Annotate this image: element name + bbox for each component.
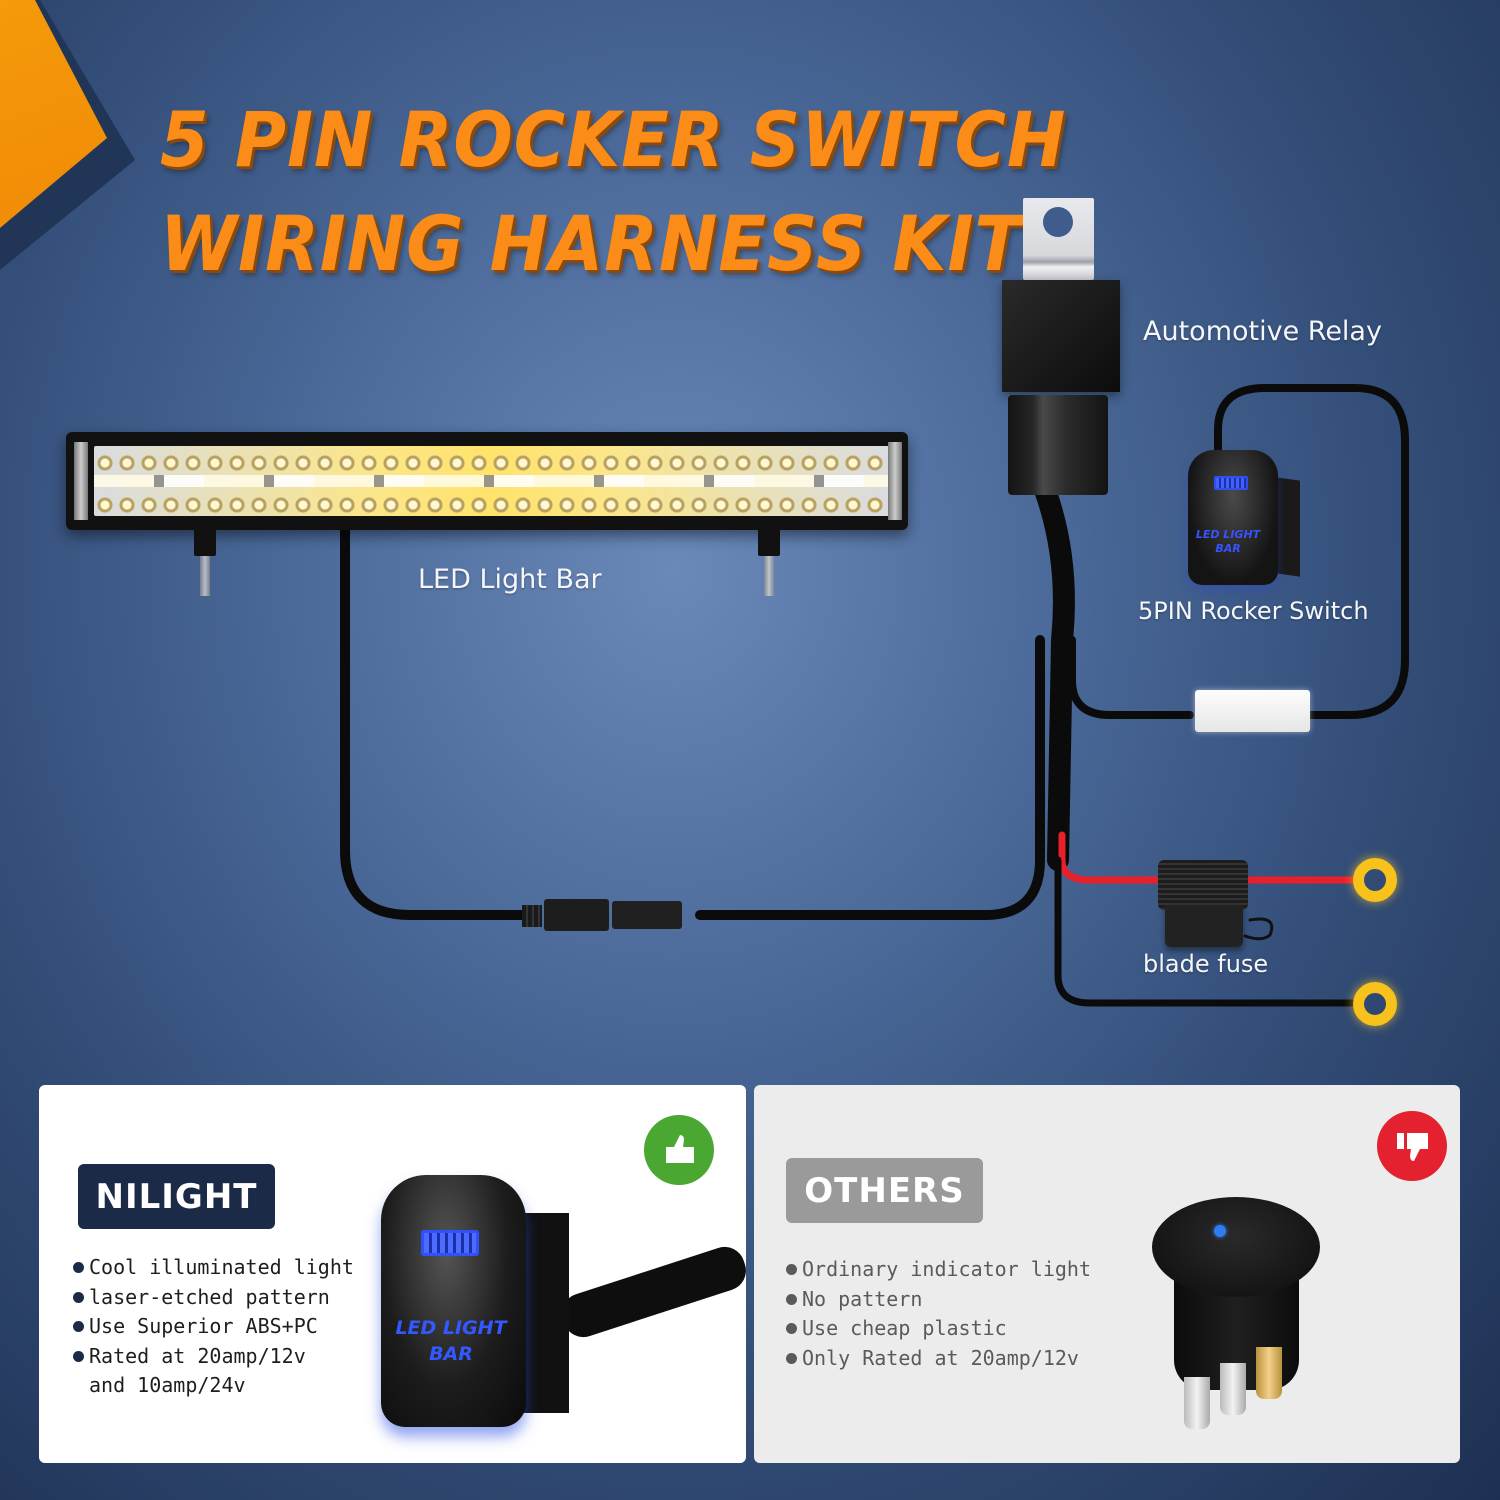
mount-bracket-right — [758, 528, 780, 556]
light-bar-endcap-left — [74, 442, 88, 520]
switch-terminal-2 — [1220, 1363, 1246, 1415]
feature-item: Use cheap plastic — [786, 1314, 1091, 1344]
mount-bolt-left — [200, 556, 210, 596]
switch-cable — [556, 1241, 752, 1343]
switch-terminal-1 — [1184, 1377, 1210, 1429]
label-blade-fuse: blade fuse — [1143, 950, 1269, 978]
led-light-bar — [66, 432, 908, 530]
mount-bolt-right — [764, 556, 774, 596]
comparison-panel-nilight: NILIGHT Cool illuminated light laser-etc… — [39, 1085, 752, 1463]
wiring-diagram — [340, 384, 1409, 1007]
relay-mounting-hole — [1043, 207, 1073, 237]
nilight-feature-list: Cool illuminated light laser-etched patt… — [73, 1253, 354, 1401]
switch-plug-connector — [1195, 690, 1310, 732]
comparison-panel-others: OTHERS Ordinary indicator light No patte… — [754, 1085, 1460, 1463]
light-bar-reflector-strip — [94, 475, 890, 487]
light-bar-endcap-right — [888, 442, 902, 520]
feature-item: No pattern — [786, 1285, 1091, 1315]
ring-terminal-ground — [1353, 982, 1397, 1026]
feature-item: Only Rated at 20amp/12v — [786, 1344, 1091, 1374]
title-line-1: 5 PIN ROCKER SWITCH — [160, 95, 1067, 184]
brand-badge-nilight: NILIGHT — [78, 1164, 275, 1229]
feature-item: Cool illuminated light — [73, 1253, 354, 1283]
thumbs-down-glyph — [1397, 1133, 1428, 1161]
title-line-2: WIRING HARNESS KIT — [160, 199, 1024, 288]
rocker-engraving: LED LIGHT BAR — [386, 1315, 516, 1367]
label-rocker-switch: 5PIN Rocker Switch — [1138, 597, 1369, 625]
connector-female — [544, 899, 609, 931]
relay-socket — [1008, 395, 1108, 495]
rocker-engraving-line-1: LED LIGHT — [1195, 528, 1261, 541]
light-bar-inline-connector — [522, 897, 702, 933]
light-bar-icon — [421, 1230, 479, 1256]
thumbs-up-glyph — [666, 1135, 694, 1163]
others-feature-list: Ordinary indicator light No pattern Use … — [786, 1255, 1091, 1373]
rocker-engraving-line-2: BAR — [429, 1343, 473, 1365]
blade-fuse-holder — [1158, 860, 1248, 910]
feature-item: Ordinary indicator light — [786, 1255, 1091, 1285]
thumbs-up-icon — [644, 1115, 714, 1185]
connector-strain-relief — [522, 905, 542, 927]
blade-fuse-cap — [1165, 905, 1243, 947]
nilight-rocker-switch: LED LIGHT BAR — [381, 1175, 526, 1427]
light-bar-icon — [1214, 476, 1248, 490]
switch-terminal-3 — [1256, 1347, 1282, 1399]
rocker-engraving-line-2: BAR — [1215, 542, 1241, 555]
feature-item: Use Superior ABS+PC — [73, 1312, 354, 1342]
brand-badge-others: OTHERS — [786, 1158, 983, 1223]
thumbs-down-icon — [1377, 1111, 1447, 1181]
label-automotive-relay: Automotive Relay — [1143, 316, 1382, 347]
connector-male — [612, 901, 682, 929]
feature-item: Rated at 20amp/12v and 10amp/24v — [73, 1342, 353, 1401]
ring-terminal-positive — [1353, 858, 1397, 902]
rocker-engraving: LED LIGHT BAR — [1188, 528, 1268, 556]
page-title: 5 PIN ROCKER SWITCH WIRING HARNESS KIT — [160, 88, 1066, 296]
rocker-engraving-line-1: LED LIGHT — [395, 1317, 507, 1339]
indicator-led — [1214, 1225, 1226, 1237]
others-round-rocker-switch — [1152, 1197, 1320, 1297]
feature-item: laser-etched pattern — [73, 1283, 354, 1313]
automotive-relay — [1002, 280, 1120, 392]
mount-bracket-left — [194, 528, 216, 556]
label-led-light-bar: LED Light Bar — [418, 564, 602, 595]
rocker-switch: LED LIGHT BAR — [1188, 450, 1278, 585]
